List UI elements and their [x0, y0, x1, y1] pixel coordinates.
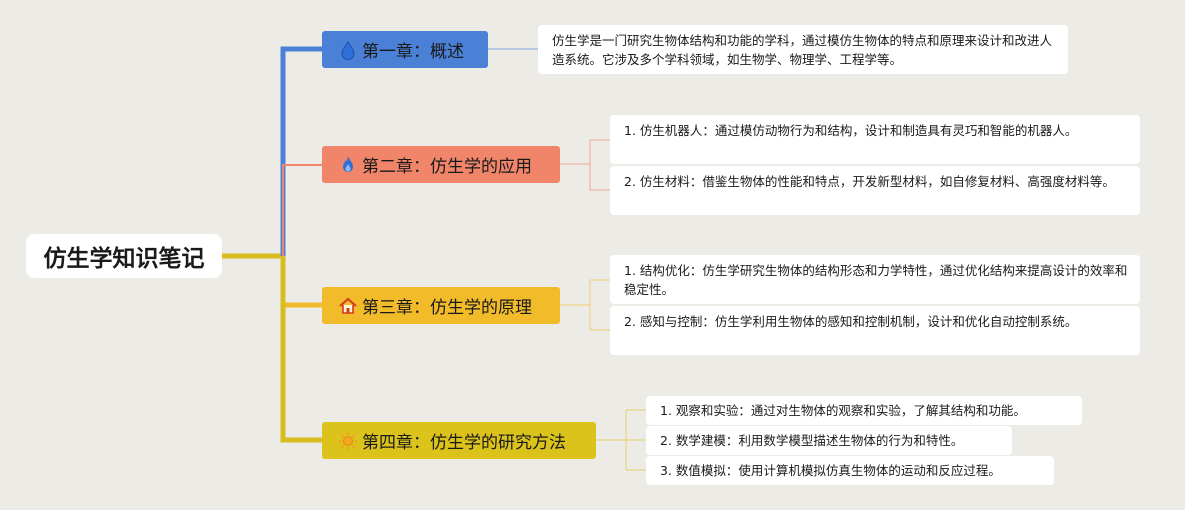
- chapter-2-note-2[interactable]: 2. 仿生材料：借鉴生物体的性能和特点，开发新型材料，如自修复材料、高强度材料等…: [610, 166, 1140, 215]
- root-title[interactable]: 仿生学知识笔记: [26, 234, 222, 278]
- chapter-3-note-2[interactable]: 2. 感知与控制：仿生学利用生物体的感知和控制机制，设计和优化自动控制系统。: [610, 306, 1140, 355]
- chapter-2-label: 第二章：仿生学的应用: [362, 157, 532, 177]
- note-line-chapter-4: [596, 409, 646, 471]
- chapter-1-note-1[interactable]: 仿生学是一门研究生物体结构和功能的学科，通过模仿生物体的特点和原理来设计和改进人…: [538, 25, 1068, 74]
- branch-line-chapter-1: [280, 46, 322, 256]
- chapter-2-node[interactable]: 第二章：仿生学的应用: [322, 146, 560, 183]
- chapter-3-label: 第三章：仿生学的原理: [362, 298, 532, 318]
- chapter-4-node[interactable]: 第四章：仿生学的研究方法: [322, 422, 596, 459]
- branch-line-chapter-3: [280, 256, 322, 308]
- chapter-3-node[interactable]: 第三章：仿生学的原理: [322, 287, 560, 324]
- note-line-chapter-2: [560, 139, 610, 191]
- note-line-chapter-3: [560, 279, 610, 331]
- branch-line-chapter-4: [280, 256, 322, 443]
- home-icon: [338, 296, 358, 316]
- chapter-3-note-1[interactable]: 1. 结构优化：仿生学研究生物体的结构形态和力学特性，通过优化结构来提高设计的效…: [610, 255, 1140, 304]
- chapter-4-note-3[interactable]: 3. 数值模拟：使用计算机模拟仿真生物体的运动和反应过程。: [646, 456, 1054, 485]
- chapter-4-note-1[interactable]: 1. 观察和实验：通过对生物体的观察和实验，了解其结构和功能。: [646, 396, 1082, 425]
- water-drop-icon: [338, 40, 358, 60]
- chapter-4-note-2[interactable]: 2. 数学建模：利用数学模型描述生物体的行为和特性。: [646, 426, 1012, 455]
- sun-icon: [338, 431, 358, 451]
- chapter-1-label: 第一章：概述: [362, 42, 464, 62]
- chapter-2-note-1[interactable]: 1. 仿生机器人：通过模仿动物行为和结构，设计和制造具有灵巧和智能的机器人。: [610, 115, 1140, 164]
- branch-line-chapter-2: [282, 164, 322, 256]
- chapter-1-node[interactable]: 第一章：概述: [322, 31, 488, 68]
- chapter-4-label: 第四章：仿生学的研究方法: [362, 433, 566, 453]
- flame-icon: [338, 155, 358, 175]
